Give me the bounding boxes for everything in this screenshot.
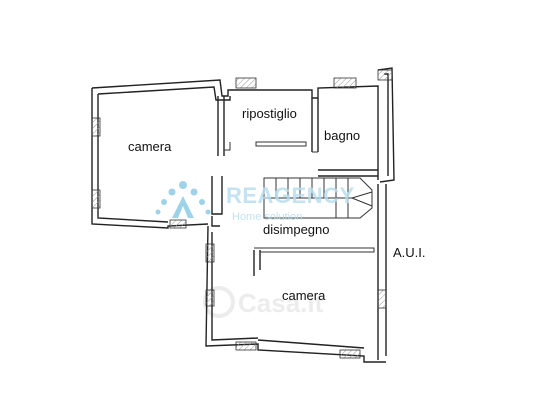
window-marker (91, 117, 101, 137)
room-label-camera-bottom: camera (282, 288, 326, 303)
room-label-bagno: bagno (324, 128, 360, 143)
room-label-ripostiglio: ripostiglio (242, 106, 297, 121)
window-marker (377, 69, 393, 81)
casa-watermark: Casa.it (203, 286, 324, 318)
staircase (263, 177, 373, 219)
window-marker (377, 289, 387, 309)
window-marker (205, 289, 215, 307)
window-marker (205, 243, 215, 263)
window-marker (91, 189, 101, 209)
room-label-disimpegno: disimpegno (263, 222, 330, 237)
casa-logo-icon (203, 286, 235, 318)
window-marker (235, 77, 257, 89)
room-label-camera-left: camera (128, 139, 172, 154)
reagency-subtitle: Home solution (232, 211, 302, 223)
window-marker (169, 219, 187, 229)
casa-watermark-text: Casa.it (238, 288, 324, 318)
window-marker (333, 77, 357, 89)
wall-details (91, 69, 393, 359)
window-marker (235, 341, 257, 351)
reagency-watermark: REAGENCY Home solution (155, 181, 355, 223)
reagency-logo-icon (155, 181, 211, 218)
window-marker (339, 349, 361, 359)
room-label-aui: A.U.I. (393, 245, 426, 260)
reagency-brand-text: REAGENCY (226, 183, 355, 208)
